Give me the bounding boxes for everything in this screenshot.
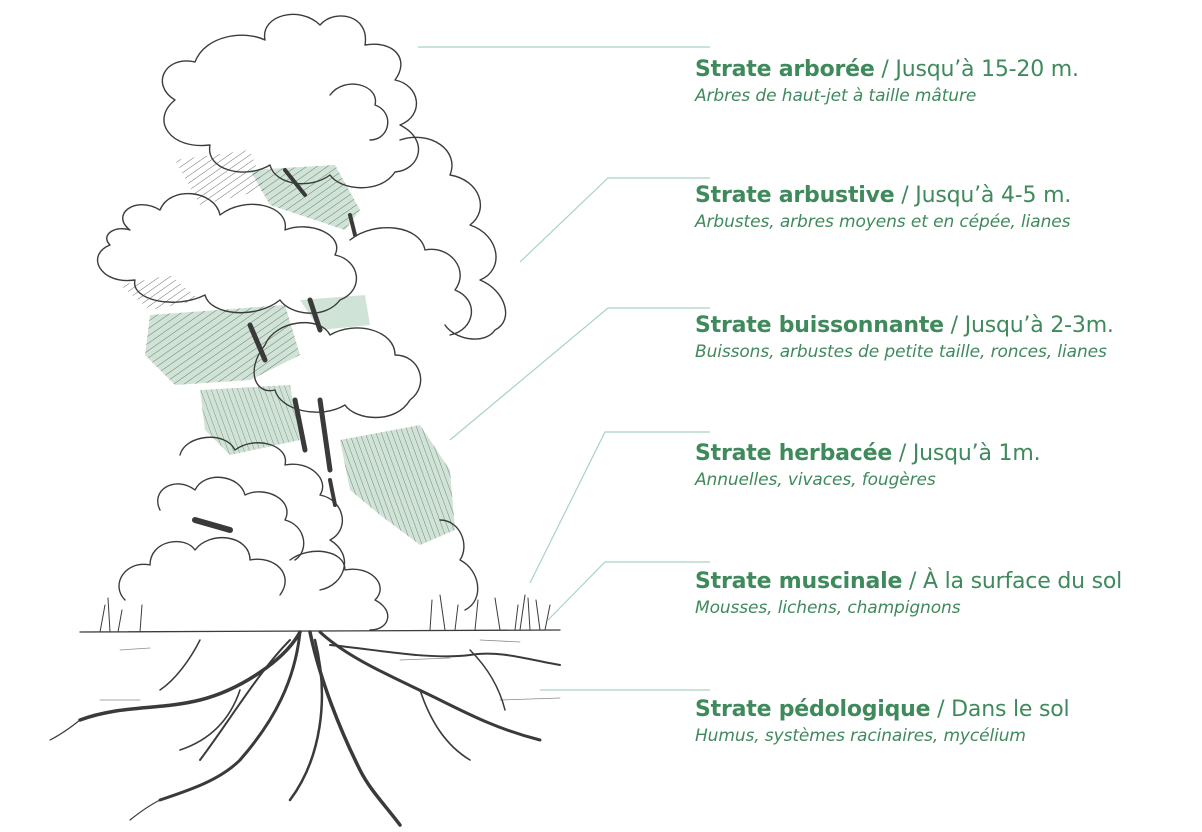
layer-height-range: / Jusqu’à 1m. bbox=[892, 441, 1040, 466]
layer-arbustive: Strate arbustive / Jusqu’à 4-5 m. Arbust… bbox=[695, 182, 1202, 234]
layer-height-range: / À la surface du sol bbox=[902, 569, 1122, 594]
ground bbox=[80, 595, 560, 700]
layer-arboree: Strate arborée / Jusqu’à 15-20 m. Arbres… bbox=[695, 56, 1202, 108]
layer-height-range: / Jusqu’à 2-3m. bbox=[944, 313, 1114, 338]
layer-height-range: / Jusqu’à 15-20 m. bbox=[875, 57, 1079, 82]
layer-height-range: / Dans le sol bbox=[930, 697, 1069, 722]
layer-description: Mousses, lichens, champignons bbox=[695, 596, 1202, 620]
roots bbox=[50, 632, 560, 825]
layer-description: Annuelles, vivaces, fougères bbox=[695, 468, 1202, 492]
layer-title: Strate herbacée / Jusqu’à 1m. bbox=[695, 440, 1202, 468]
leader-buissonnante bbox=[450, 308, 710, 440]
layer-name: Strate arbustive bbox=[695, 183, 894, 208]
layer-name: Strate pédologique bbox=[695, 697, 930, 722]
layer-name: Strate herbacée bbox=[695, 441, 892, 466]
layer-description: Buissons, arbustes de petite taille, ron… bbox=[695, 340, 1202, 364]
leader-lines bbox=[418, 47, 710, 690]
layer-title: Strate arbustive / Jusqu’à 4-5 m. bbox=[695, 182, 1202, 210]
layer-herbacee: Strate herbacée / Jusqu’à 1m. Annuelles,… bbox=[695, 440, 1202, 492]
leader-herbacee bbox=[530, 432, 710, 583]
layer-pedologique: Strate pédologique / Dans le sol Humus, … bbox=[695, 696, 1202, 748]
layer-title: Strate pédologique / Dans le sol bbox=[695, 696, 1202, 724]
layer-title: Strate buissonnante / Jusqu’à 2-3m. bbox=[695, 312, 1202, 340]
layer-buissonnante: Strate buissonnante / Jusqu’à 2-3m. Buis… bbox=[695, 312, 1202, 364]
layer-height-range: / Jusqu’à 4-5 m. bbox=[894, 183, 1071, 208]
layer-name: Strate arborée bbox=[695, 57, 875, 82]
layer-description: Arbres de haut-jet à taille mâture bbox=[695, 84, 1202, 108]
layer-muscinale: Strate muscinale / À la surface du sol M… bbox=[695, 568, 1202, 620]
layer-title: Strate arborée / Jusqu’à 15-20 m. bbox=[695, 56, 1202, 84]
layer-description: Arbustes, arbres moyens et en cépée, lia… bbox=[695, 210, 1202, 234]
layer-name: Strate muscinale bbox=[695, 569, 902, 594]
layer-title: Strate muscinale / À la surface du sol bbox=[695, 568, 1202, 596]
leader-muscinale bbox=[548, 562, 710, 620]
layer-name: Strate buissonnante bbox=[695, 313, 944, 338]
leader-arbustive bbox=[520, 178, 710, 262]
layer-description: Humus, systèmes racinaires, mycélium bbox=[695, 724, 1202, 748]
